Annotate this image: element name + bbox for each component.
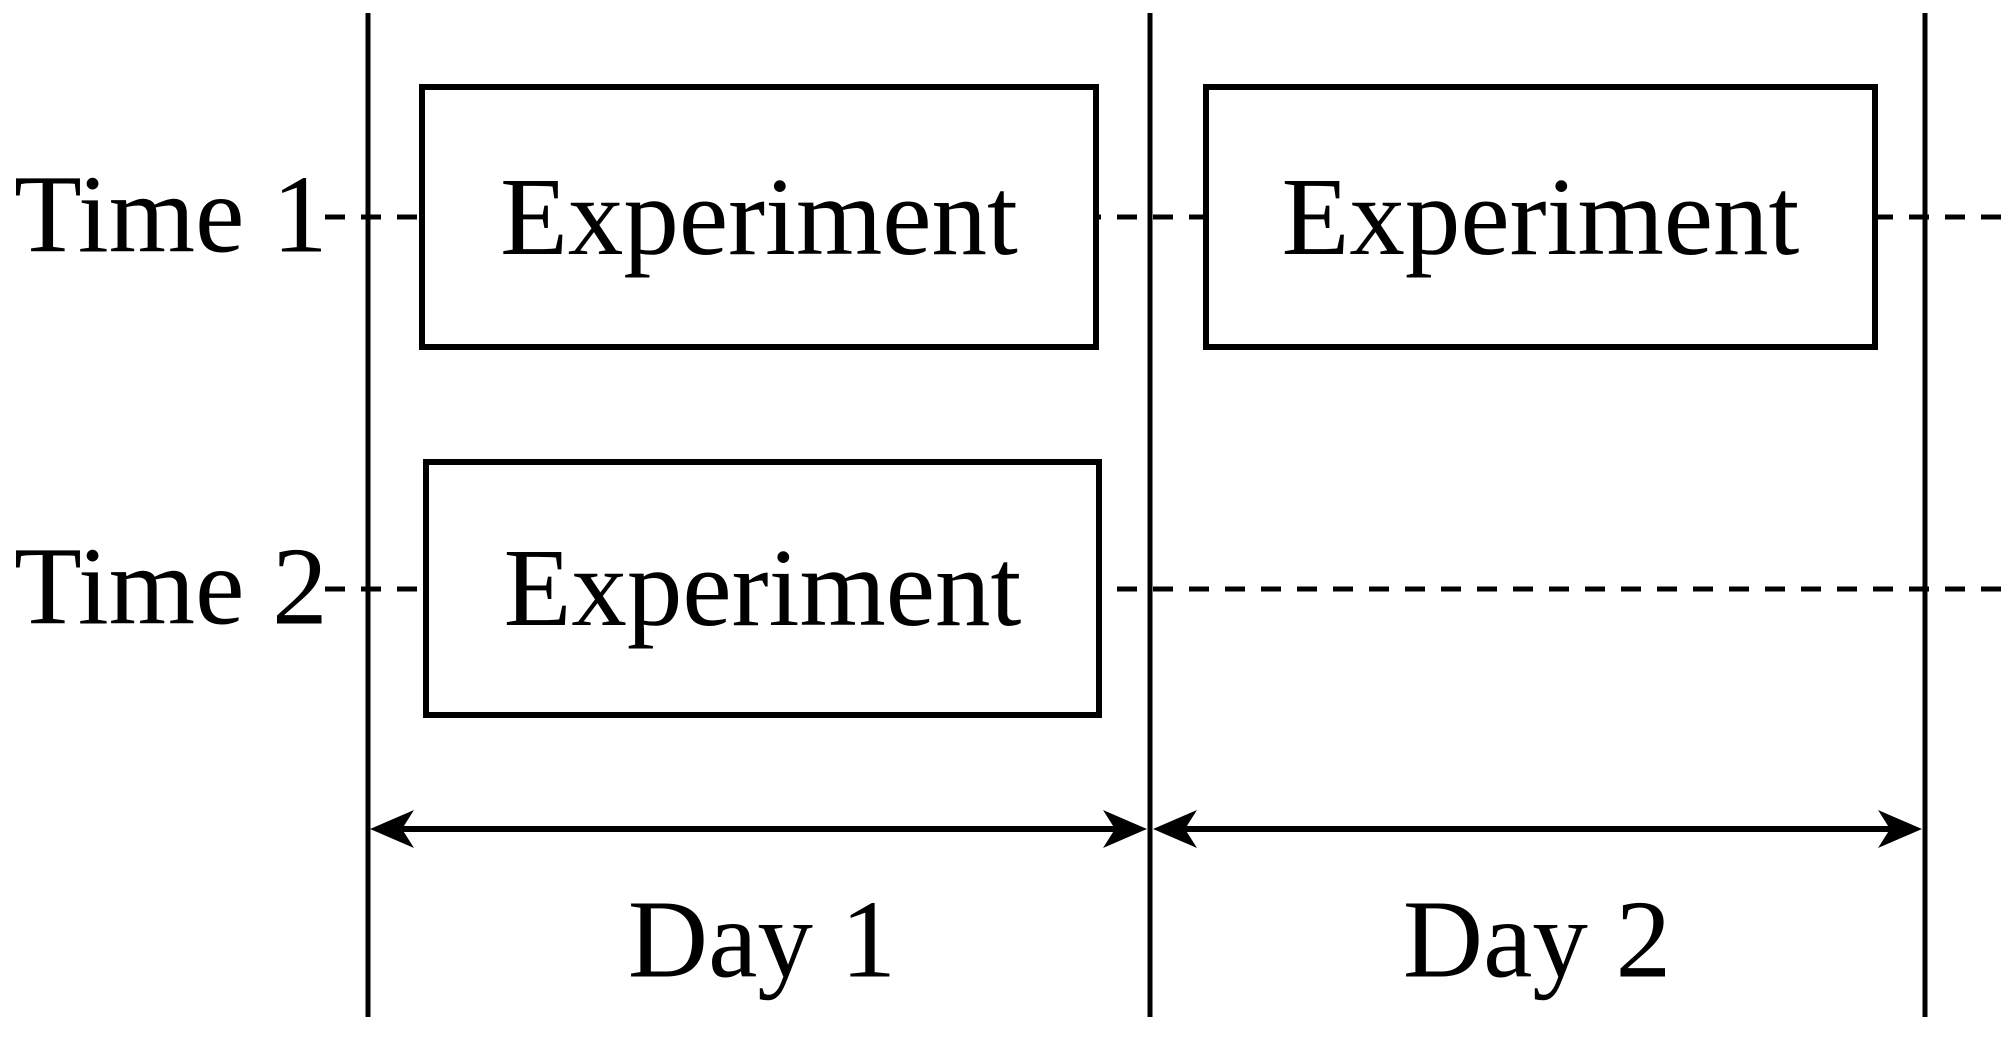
experiment-box-label: Experiment — [1281, 155, 1800, 279]
time-1-label: Time 1 — [14, 153, 328, 277]
day-1-span-arrow — [370, 810, 1147, 848]
time-2-label: Time 2 — [14, 525, 328, 649]
experiment-box-time1-day1: Experiment — [419, 84, 1099, 350]
arrowhead-left-icon — [1153, 810, 1197, 848]
day-2-label: Day 2 — [1402, 878, 1672, 1002]
arrowhead-right-icon — [1103, 810, 1147, 848]
experiment-box-time2-day1: Experiment — [423, 459, 1102, 718]
experiment-box-label: Experiment — [503, 527, 1022, 650]
day-1-label: Day 1 — [627, 878, 897, 1002]
arrowhead-right-icon — [1878, 810, 1922, 848]
arrowhead-left-icon — [370, 810, 414, 848]
experiment-box-time1-day2: Experiment — [1203, 84, 1878, 350]
experiment-box-label: Experiment — [500, 155, 1018, 279]
day-2-span-arrow — [1153, 810, 1922, 848]
